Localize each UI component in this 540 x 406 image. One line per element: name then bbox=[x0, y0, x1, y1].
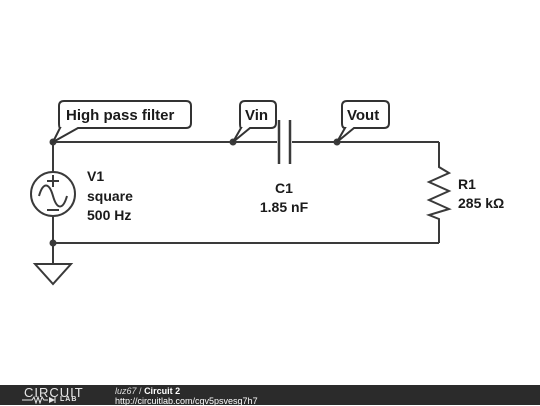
circuitlab-logo[interactable]: CIRCUIT LAB bbox=[22, 385, 94, 405]
footer-title-line: luz67 / Circuit 2 bbox=[115, 386, 258, 396]
logo-text-top: CIRCUIT bbox=[24, 385, 84, 400]
capacitor-c1[interactable] bbox=[277, 120, 292, 164]
sine-wave-icon bbox=[38, 184, 68, 208]
circuit-title-link[interactable]: Circuit 2 bbox=[144, 386, 181, 396]
tag-box-vin bbox=[232, 100, 277, 143]
c1-name-label: C1 bbox=[275, 180, 293, 196]
net-label-text: Vout bbox=[347, 107, 379, 124]
logo-text-bottom: LAB bbox=[60, 396, 78, 403]
tag-box-left bbox=[50, 100, 192, 145]
v1-frequency-label: 500 Hz bbox=[87, 207, 131, 223]
wires bbox=[52, 141, 440, 262]
voltage-source-v1[interactable] bbox=[30, 171, 76, 217]
ground-symbol bbox=[32, 243, 74, 286]
author-link[interactable]: luz67 bbox=[115, 386, 137, 396]
r1-name-label: R1 bbox=[458, 176, 476, 192]
net-label-text: High pass filter bbox=[66, 107, 175, 124]
footer-bar: CIRCUIT LAB luz67 / Circuit 2 http://cir… bbox=[0, 385, 540, 406]
resistor-zigzag bbox=[425, 160, 452, 223]
v1-name-label: V1 bbox=[87, 168, 104, 184]
logo-resistor-icon bbox=[22, 396, 56, 404]
r1-value-label: 285 kΩ bbox=[458, 195, 504, 211]
c1-value-label: 1.85 nF bbox=[260, 199, 309, 215]
circuit-url-link[interactable]: http://circuitlab.com/cgv5psvesg7h7 bbox=[115, 396, 258, 406]
v1-waveform-label: square bbox=[87, 188, 133, 204]
resistor-r1[interactable] bbox=[425, 160, 452, 223]
voltage-source-circle bbox=[30, 171, 76, 217]
ground-triangle-icon bbox=[32, 263, 74, 286]
footer-info: luz67 / Circuit 2 http://circuitlab.com/… bbox=[115, 386, 258, 406]
net-label-vout[interactable]: Vout bbox=[336, 100, 390, 143]
tag-box-vout bbox=[336, 100, 390, 143]
footer-url-line: http://circuitlab.com/cgv5psvesg7h7 bbox=[115, 396, 258, 406]
net-label-text: Vin bbox=[245, 107, 268, 124]
schematic-svg: High pass filter Vin Vout V1 square 500 … bbox=[30, 100, 504, 286]
net-label-high-pass-filter[interactable]: High pass filter bbox=[50, 100, 192, 145]
net-label-vin[interactable]: Vin bbox=[232, 100, 277, 143]
path-separator: / bbox=[139, 386, 142, 396]
